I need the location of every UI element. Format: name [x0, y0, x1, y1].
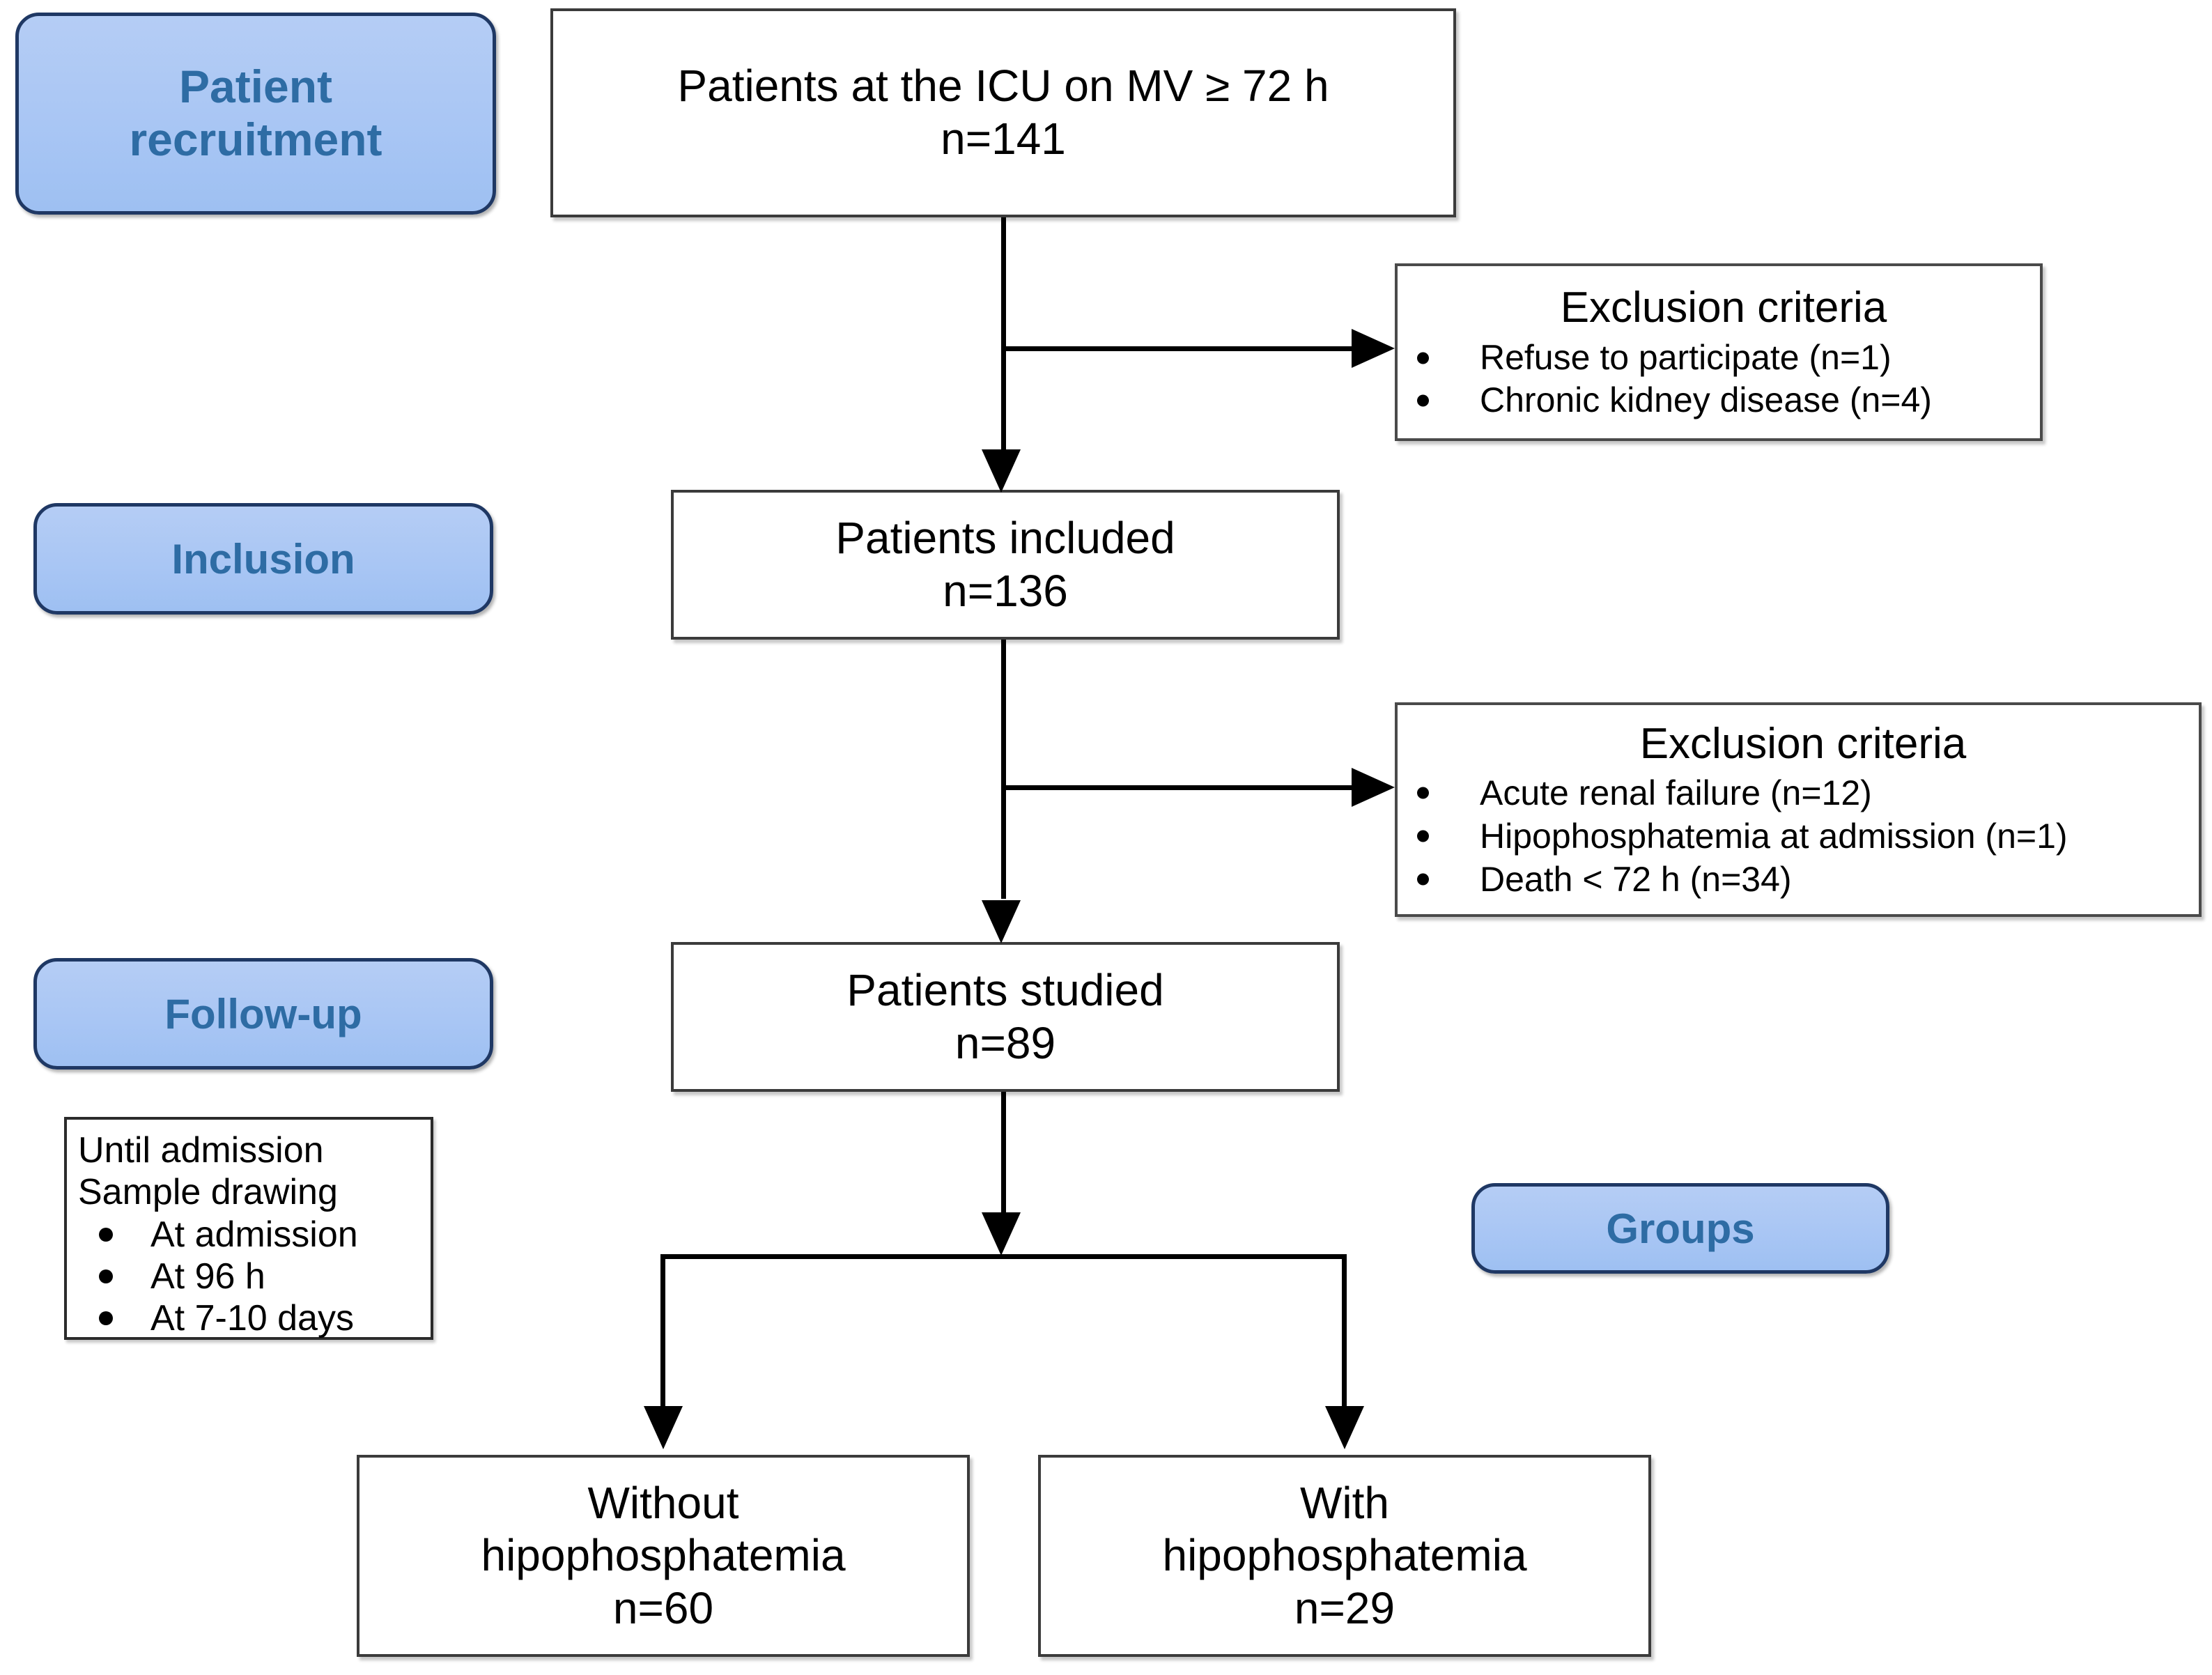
connector-screened-to-exclusion-1: [1001, 346, 1353, 351]
exclusion-1-title: Exclusion criteria: [1560, 284, 1887, 332]
box-group-without-hipophosphatemia: Without hipophosphatemia n=60: [357, 1455, 970, 1657]
exclusion-2-item-2: Death < 72 h (n=34): [1480, 859, 1792, 899]
list-item: At 96 h: [78, 1256, 424, 1297]
list-item: Hipophosphatemia at admission (n=1): [1417, 815, 2189, 858]
bullet-icon: [1417, 787, 1429, 798]
list-item: Chronic kidney disease (n=4): [1417, 379, 2030, 422]
box-patients-studied: Patients studied n=89: [671, 942, 1340, 1092]
note-line-1: Until admission: [78, 1130, 324, 1171]
stage-label-inclusion: Inclusion: [33, 503, 493, 615]
connector-split-to-without: [660, 1254, 665, 1413]
arrowhead-down-with: [1325, 1406, 1364, 1449]
box-exclusion-criteria-1: Exclusion criteria Refuse to participate…: [1395, 263, 2043, 441]
connector-screened-to-included: [1001, 217, 1006, 461]
bullet-icon: [1417, 830, 1429, 842]
bullet-icon: [99, 1269, 113, 1284]
bullet-icon: [1417, 873, 1429, 885]
stage-label-line1: Patient: [178, 61, 333, 113]
stage-label-inclusion-text: Inclusion: [171, 535, 355, 582]
box-exclusion-criteria-2: Exclusion criteria Acute renal failure (…: [1395, 702, 2202, 917]
exclusion-2-item-1: Hipophosphatemia at admission (n=1): [1480, 816, 2068, 856]
box-sample-drawing-note: Until admission Sample drawing At admiss…: [64, 1117, 433, 1340]
box-with-line3: n=29: [1294, 1582, 1395, 1633]
exclusion-2-title: Exclusion criteria: [1639, 719, 1967, 768]
exclusion-1-item-1: Chronic kidney disease (n=4): [1480, 380, 1932, 419]
box-included-line2: n=136: [943, 565, 1068, 616]
exclusion-1-list: Refuse to participate (n=1) Chronic kidn…: [1417, 337, 2030, 422]
connector-studied-to-split: [1001, 1092, 1006, 1224]
box-group-with-hipophosphatemia: With hipophosphatemia n=29: [1038, 1455, 1651, 1657]
box-studied-line2: n=89: [954, 1017, 1056, 1068]
note-line-2: Sample drawing: [78, 1172, 338, 1213]
stage-label-patient-recruitment: Patient recruitment: [15, 13, 496, 215]
bullet-icon: [1417, 394, 1429, 406]
exclusion-2-item-0: Acute renal failure (n=12): [1480, 773, 1872, 812]
list-item: Death < 72 h (n=34): [1417, 858, 2189, 901]
note-item-2: At 7-10 days: [150, 1298, 354, 1339]
box-with-line1: With: [1300, 1477, 1389, 1528]
arrowhead-right-exclusion-1: [1352, 329, 1395, 368]
box-without-line2: hipophosphatemia: [481, 1530, 846, 1581]
stage-label-follow-up-text: Follow-up: [164, 990, 362, 1037]
list-item: Refuse to participate (n=1): [1417, 337, 2030, 379]
exclusion-1-item-0: Refuse to participate (n=1): [1480, 338, 1892, 377]
arrowhead-down-without: [644, 1406, 683, 1449]
box-studied-line1: Patients studied: [846, 964, 1164, 1015]
arrowhead-down-included: [982, 449, 1021, 493]
list-item: At 7-10 days: [78, 1297, 424, 1339]
arrowhead-down-studied: [982, 900, 1021, 943]
box-screened-line1: Patients at the ICU on MV ≥ 72 h: [677, 61, 1329, 111]
box-patients-included: Patients included n=136: [671, 490, 1340, 640]
box-with-line2: hipophosphatemia: [1162, 1530, 1527, 1581]
stage-label-line2: recruitment: [129, 114, 382, 165]
note-item-0: At admission: [150, 1214, 358, 1255]
exclusion-2-list: Acute renal failure (n=12) Hipophosphate…: [1417, 771, 2189, 901]
list-item: At admission: [78, 1214, 424, 1256]
box-without-line1: Without: [587, 1477, 739, 1528]
stage-label-groups-text: Groups: [1606, 1205, 1755, 1252]
stage-label-follow-up: Follow-up: [33, 958, 493, 1070]
stage-label-groups: Groups: [1471, 1183, 1889, 1274]
bullet-icon: [99, 1311, 113, 1326]
list-item: Acute renal failure (n=12): [1417, 771, 2189, 815]
arrowhead-down-split: [982, 1212, 1021, 1256]
bullet-icon: [1417, 352, 1429, 364]
box-included-line1: Patients included: [835, 512, 1175, 563]
box-screened-line2: n=141: [941, 114, 1066, 164]
arrowhead-right-exclusion-2: [1352, 768, 1395, 807]
box-without-line3: n=60: [612, 1582, 714, 1633]
note-list: At admission At 96 h At 7-10 days: [78, 1214, 424, 1340]
connector-split-to-with: [1342, 1254, 1347, 1413]
connector-included-to-exclusion-2: [1001, 785, 1353, 790]
connector-included-to-studied: [1001, 640, 1006, 899]
connector-split-bar: [660, 1254, 1347, 1259]
bullet-icon: [99, 1227, 113, 1242]
note-item-1: At 96 h: [150, 1256, 265, 1297]
box-patients-screened: Patients at the ICU on MV ≥ 72 h n=141: [550, 8, 1456, 217]
